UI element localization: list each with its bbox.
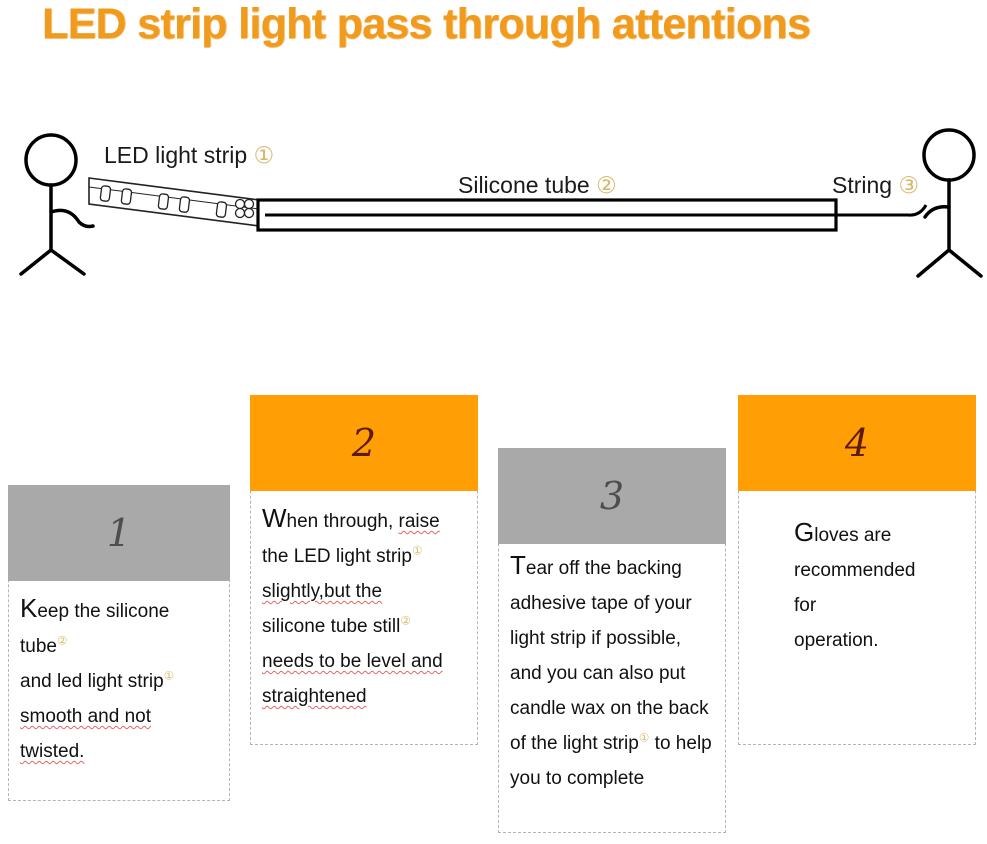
line-text: hen through, bbox=[286, 511, 399, 532]
line-text-flagged: raise bbox=[398, 511, 440, 532]
right-person-arm bbox=[923, 204, 951, 219]
line-text: slightly,but the bbox=[262, 581, 383, 602]
led-chip bbox=[178, 196, 191, 213]
left-person-leg-right bbox=[49, 248, 86, 276]
line-text: and led light strip bbox=[20, 671, 164, 692]
diagram-svg bbox=[19, 128, 983, 278]
string-graphic bbox=[265, 204, 928, 217]
left-person-figure bbox=[19, 133, 95, 276]
step-card-1-line: Keep the silicone tube② bbox=[20, 591, 218, 664]
step-card-3-line: adhesive tape of your bbox=[510, 586, 714, 621]
step-card-3-line: Tear off the backing bbox=[510, 548, 714, 586]
step-card-4-text: Gloves are recommended for operation. bbox=[738, 515, 976, 658]
step-card-4-line: recommended for bbox=[794, 553, 928, 623]
drop-cap: T bbox=[510, 550, 526, 580]
reference-marker: ② bbox=[56, 633, 68, 648]
line-text: needs to be level and bbox=[262, 651, 443, 672]
step-card-3: 3 Tear off the backing adhesive tape of y… bbox=[498, 448, 726, 833]
left-person-arm bbox=[49, 208, 95, 229]
step-card-3-line: candle wax on the back bbox=[510, 691, 714, 726]
left-person-head bbox=[24, 133, 78, 187]
pass-through-diagram: LED light strip ① Silicone tube ② String… bbox=[0, 110, 987, 300]
step-card-2-line: straightened bbox=[262, 679, 466, 714]
page-title: LED strip light pass through attentions bbox=[42, 0, 811, 48]
reference-marker: ② bbox=[400, 613, 411, 628]
label-string: String ③ bbox=[832, 172, 919, 199]
marker-circle-2: ② bbox=[596, 173, 617, 199]
line-text: recommended for bbox=[794, 560, 916, 616]
line-text: silicone tube still bbox=[262, 616, 401, 637]
led-chip bbox=[120, 188, 133, 205]
label-led-light-strip-text: LED light strip bbox=[104, 142, 248, 168]
drop-cap: W bbox=[262, 503, 287, 533]
step-card-3-line: you to complete bbox=[510, 761, 714, 796]
line-text: to help bbox=[649, 733, 712, 754]
marker-circle-1: ① bbox=[253, 143, 275, 169]
label-silicone-tube: Silicone tube ② bbox=[458, 172, 617, 199]
step-card-3-text: Tear off the backing adhesive tape of you… bbox=[498, 548, 726, 796]
step-card-2-line: needs to be level and bbox=[262, 644, 466, 679]
led-strip-inner-line bbox=[88, 186, 260, 210]
line-text: straightened bbox=[262, 686, 367, 707]
right-person-figure bbox=[916, 128, 983, 278]
step-card-2-line: silicone tube still② bbox=[262, 609, 466, 644]
step-card-4-number: 4 bbox=[844, 421, 870, 465]
line-text: of the light strip bbox=[510, 733, 639, 754]
label-led-light-strip: LED light strip ① bbox=[104, 142, 274, 169]
step-card-1-line: and led light strip① bbox=[20, 664, 218, 699]
line-text: operation. bbox=[794, 630, 879, 651]
reference-marker: ① bbox=[411, 543, 423, 558]
step-card-2-line: When through, raise bbox=[262, 501, 466, 539]
step-card-1-number: 1 bbox=[106, 511, 132, 555]
step-card-4-line: operation. bbox=[794, 623, 928, 658]
step-card-4-header: 4 bbox=[738, 395, 976, 491]
led-strip-band bbox=[88, 177, 260, 227]
drop-cap: G bbox=[794, 517, 815, 547]
reference-marker: ① bbox=[163, 668, 175, 683]
label-string-text: String bbox=[832, 172, 893, 198]
line-text: you to complete bbox=[510, 768, 645, 789]
line-text: light strip if possible, bbox=[510, 628, 682, 649]
led-chip bbox=[215, 201, 228, 218]
line-text: loves are bbox=[814, 525, 892, 546]
line-text: the LED light strip bbox=[262, 546, 412, 567]
line-text: and you can also put bbox=[510, 663, 686, 684]
line-text: smooth and not twisted. bbox=[20, 706, 151, 762]
step-card-3-header: 3 bbox=[498, 448, 726, 544]
led-chip bbox=[157, 193, 170, 210]
left-person-leg-left bbox=[19, 248, 53, 276]
step-card-2-line: slightly,but the bbox=[262, 574, 466, 609]
string-to-hand bbox=[836, 204, 928, 217]
line-text: adhesive tape of your bbox=[510, 593, 692, 614]
step-card-2-number: 2 bbox=[351, 421, 377, 465]
step-card-1-header: 1 bbox=[8, 485, 230, 581]
step-card-2-line: the LED light strip① bbox=[262, 539, 466, 574]
marker-circle-3: ③ bbox=[898, 173, 920, 199]
led-strip-graphic bbox=[88, 177, 260, 227]
step-card-3-line: and you can also put bbox=[510, 656, 714, 691]
step-card-3-line: light strip if possible, bbox=[510, 621, 714, 656]
step-card-4: 4 Gloves are recommended for operation. bbox=[738, 395, 976, 745]
step-card-2-header: 2 bbox=[250, 395, 478, 491]
led-strip-connector bbox=[234, 198, 255, 219]
step-card-3-line: of the light strip① to help bbox=[510, 726, 714, 761]
right-person-leg-right bbox=[947, 248, 983, 278]
led-chips bbox=[99, 185, 228, 218]
line-text: eep the silicone tube bbox=[20, 601, 170, 657]
line-text: ear off the backing bbox=[525, 558, 682, 579]
reference-marker: ① bbox=[638, 730, 650, 745]
right-person-head bbox=[922, 128, 976, 182]
right-person-leg-left bbox=[916, 248, 951, 278]
label-silicone-tube-text: Silicone tube bbox=[458, 172, 590, 198]
line-text: candle wax on the back bbox=[510, 698, 709, 719]
led-chip bbox=[99, 185, 112, 202]
step-card-3-number: 3 bbox=[599, 474, 625, 518]
step-card-1-line: smooth and not twisted. bbox=[20, 699, 218, 769]
step-card-4-line: Gloves are bbox=[794, 515, 928, 553]
drop-cap: K bbox=[20, 593, 38, 623]
